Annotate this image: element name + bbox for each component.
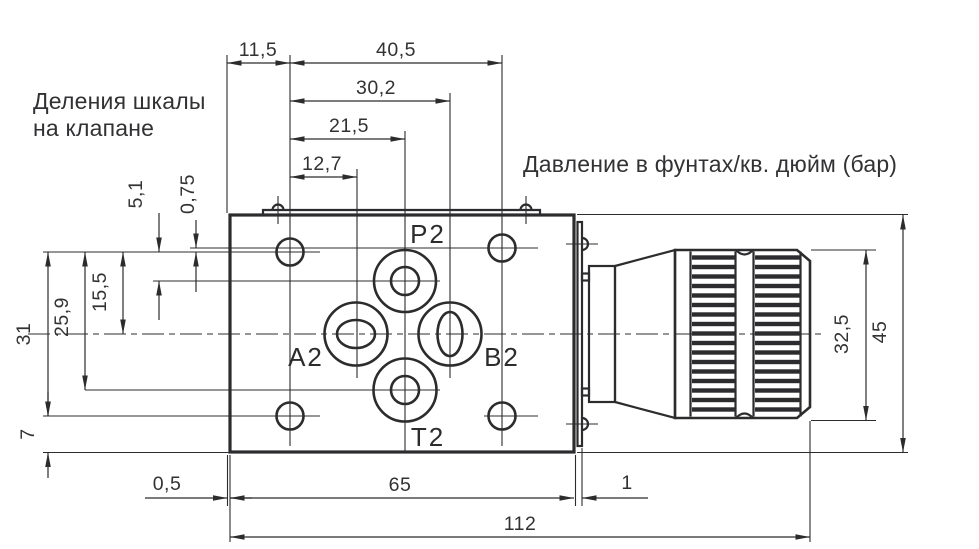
knurl-rib — [755, 397, 800, 403]
knurl-rib — [755, 378, 800, 384]
knurl-rib — [755, 255, 800, 260]
knurl-rib — [692, 407, 735, 412]
knurl-rib — [692, 388, 735, 393]
knob-groove-notch-bottom — [735, 412, 754, 419]
knurl-rib — [692, 350, 735, 355]
dim-label-31: 31 — [13, 323, 35, 346]
port-label-t2: T2 — [411, 422, 445, 452]
knurl-rib — [755, 274, 800, 279]
dim-label-40-5: 40,5 — [376, 39, 416, 61]
knurl-rib — [755, 407, 800, 412]
knurl-rib — [755, 293, 800, 298]
port-b2-outer — [417, 301, 483, 367]
knurl-rib — [692, 369, 735, 374]
knurl-rib — [755, 321, 800, 327]
labels: Деления шкалы на клапане Давление в фунт… — [13, 39, 897, 535]
knurl-rib — [692, 255, 735, 260]
scale-note-line2: на клапане — [33, 115, 154, 141]
knurl-rib — [692, 321, 735, 327]
mounting-hole-bottom-left — [275, 401, 305, 431]
dim-label-45: 45 — [869, 321, 891, 344]
mounting-hole-top-left — [275, 237, 305, 267]
port-p2-inner — [389, 265, 421, 297]
knurl-rib — [755, 302, 800, 308]
dim-label-1: 1 — [621, 472, 632, 494]
dimension-lines — [45, 60, 906, 540]
dim-label-7: 7 — [17, 428, 39, 439]
knurl-rib — [692, 274, 735, 279]
knurl-rib — [692, 302, 735, 308]
dim-label-15-5: 15,5 — [89, 272, 111, 312]
adjustment-knob — [587, 248, 812, 420]
knurl-rib — [692, 359, 735, 365]
dim-label-25-9: 25,9 — [51, 297, 73, 337]
scale-note-line1: Деления шкалы — [33, 88, 206, 114]
port-t2-outer — [372, 357, 438, 423]
knob-knurl-band-right — [755, 255, 800, 412]
knurl-rib — [755, 350, 800, 355]
knurl-rib — [692, 397, 735, 403]
knurl-rib — [692, 293, 735, 298]
knurl-rib — [755, 264, 800, 270]
knurl-rib — [692, 312, 735, 317]
port-label-b2: B2 — [484, 342, 520, 372]
port-label-p2: P2 — [410, 219, 446, 249]
knurl-rib — [692, 340, 735, 346]
knurl-rib — [755, 369, 800, 374]
top-gasket-plate — [261, 208, 542, 215]
knob-groove-notch-top — [735, 249, 754, 256]
knurl-rib — [692, 283, 735, 289]
knurl-rib — [692, 264, 735, 270]
dim-label-12-7: 12,7 — [302, 153, 342, 175]
knob-outline — [673, 248, 812, 420]
mounting-holes — [275, 233, 517, 431]
knurl-rib — [755, 359, 800, 365]
port-t2-inner — [389, 374, 421, 406]
mounting-hole-bottom-right — [487, 401, 517, 431]
mounting-hole-top-right — [487, 233, 517, 263]
dim-label-21-5: 21,5 — [329, 115, 369, 137]
knurl-rib — [755, 340, 800, 346]
knurl-rib — [692, 378, 735, 384]
port-a2-outer — [323, 301, 389, 367]
port-p2-outer — [372, 248, 438, 314]
valve-body — [228, 196, 576, 454]
knurl-rib — [755, 283, 800, 289]
port-b2-inner — [436, 310, 464, 358]
dim-label-0-75: 0,75 — [177, 174, 199, 214]
knurl-rib — [755, 331, 800, 336]
knob-knurl-band-left — [692, 255, 735, 412]
dim-label-5-1: 5,1 — [125, 180, 147, 209]
knurl-rib — [692, 331, 735, 336]
ports — [323, 248, 483, 423]
dim-label-65: 65 — [389, 474, 412, 496]
extension-lines — [28, 55, 908, 542]
dim-label-112: 112 — [504, 513, 537, 535]
dim-label-32-5: 32,5 — [831, 314, 853, 354]
port-a2-inner — [335, 318, 377, 350]
knurl-rib — [755, 388, 800, 393]
dim-label-0-5: 0,5 — [153, 473, 182, 495]
dim-label-30-2: 30,2 — [356, 77, 396, 99]
port-label-a2: A2 — [288, 342, 324, 372]
pressure-note: Давление в фунтах/кв. дюйм (бар) — [523, 151, 897, 177]
knurl-rib — [755, 312, 800, 317]
dim-label-11-5: 11,5 — [239, 39, 278, 61]
